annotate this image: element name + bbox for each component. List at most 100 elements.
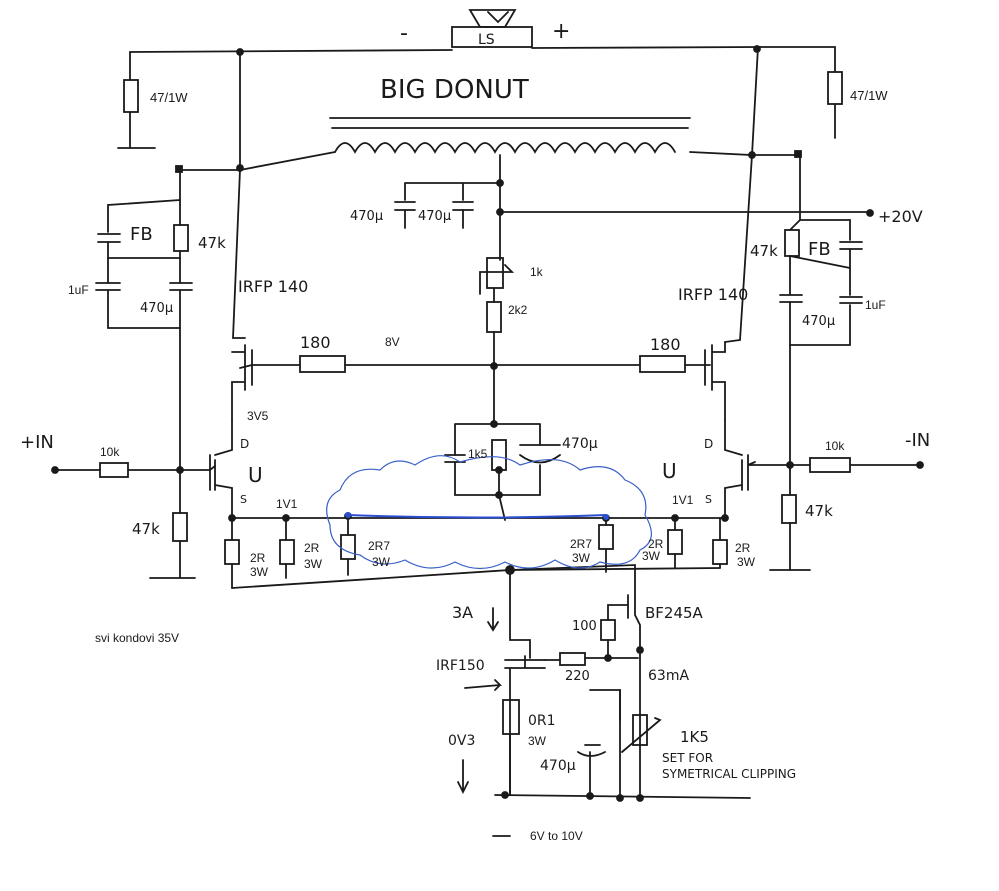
label-fb-left: FB	[130, 224, 153, 245]
transformer-winding	[334, 142, 676, 154]
resistor-2r-4	[712, 539, 728, 565]
resistor-47k-left-top	[173, 224, 189, 252]
speaker-ls	[451, 9, 533, 48]
label-supply-range: 6V to 10V	[530, 829, 583, 843]
bf245a-transistor	[627, 594, 641, 801]
resistor-2r7-right	[598, 524, 614, 550]
label-ls-plus: +	[552, 19, 570, 44]
label-d-right: D	[704, 437, 713, 451]
pot-1k	[486, 257, 504, 289]
label-1k5: 1k5	[468, 447, 488, 461]
label-2r-3-w: 3W	[642, 549, 661, 563]
label-2r7-left: 2R7	[368, 539, 390, 553]
label-s-left: S	[240, 493, 247, 506]
label-2r7-left-w: 3W	[372, 555, 391, 569]
resistor-2r-3	[667, 529, 683, 555]
resistor-220	[559, 652, 586, 666]
label-plus-20v: +20V	[878, 207, 923, 226]
resistor-10k-right	[809, 457, 851, 473]
label-47k-right-top: 47k	[750, 242, 778, 260]
label-symetrical-clipping: SYMETRICAL CLIPPING	[662, 767, 796, 781]
resistor-47-1w-right	[827, 71, 843, 105]
label-in-plus: +IN	[20, 432, 54, 453]
highlight-cloud	[326, 455, 652, 570]
resistor-180-left	[299, 355, 346, 373]
label-2r-4-w: 3W	[737, 555, 756, 569]
label-pot-1k: 1k	[530, 265, 544, 279]
label-10k-right: 10k	[825, 439, 845, 453]
resistor-100	[600, 619, 616, 641]
label-10k-left: 10k	[100, 445, 120, 459]
label-2r-4: 2R	[735, 541, 751, 555]
irf150-transistor	[504, 655, 546, 701]
label-big-donut: BIG DONUT	[380, 75, 529, 105]
label-irfp-left: IRFP 140	[238, 277, 308, 296]
label-470-right: 470µ	[802, 314, 835, 329]
resistor-0r1	[502, 699, 520, 735]
fet-right	[724, 419, 749, 519]
resistor-2r-1	[224, 539, 240, 565]
label-47k-left-top: 47k	[198, 234, 226, 252]
irfp-left	[231, 344, 253, 421]
label-2r-2: 2R	[304, 541, 320, 555]
label-63ma: 63mA	[648, 668, 689, 684]
label-2r7-right-w: 3W	[572, 551, 591, 565]
label-1v1-right: 1V1	[672, 493, 694, 507]
label-470-mid: 470µ	[562, 436, 598, 452]
irfp-right	[704, 341, 726, 421]
label-220: 220	[565, 669, 590, 684]
label-0r1-w: 3W	[528, 734, 547, 748]
label-set-for: SET FOR	[662, 751, 713, 765]
label-irfp-right: IRFP 140	[678, 285, 748, 304]
label-in-minus: -IN	[905, 430, 930, 451]
resistor-180-right	[639, 355, 686, 373]
label-ls-name: LS	[478, 32, 495, 48]
label-s-right: S	[705, 493, 712, 506]
top-rail	[129, 46, 761, 53]
label-47k-left-in: 47k	[132, 520, 160, 538]
label-ls-minus: -	[400, 21, 408, 46]
label-3a: 3A	[452, 603, 473, 622]
label-irf150: IRF150	[436, 658, 485, 674]
label-180-left: 180	[300, 333, 331, 352]
label-2r-1: 2R	[250, 551, 266, 565]
label-470-top-b: 470µ	[418, 209, 451, 224]
highlight-wire	[347, 514, 607, 519]
label-47-1w-left: 47/1W	[150, 90, 188, 105]
label-470-left: 470µ	[140, 301, 173, 316]
label-3v5: 3V5	[247, 409, 269, 423]
transformer-core	[329, 117, 691, 129]
label-u-right: U	[662, 459, 677, 483]
label-100: 100	[572, 619, 597, 634]
label-d-left: D	[240, 437, 249, 451]
label-470-bottom: 470µ	[540, 758, 576, 774]
label-u-left: U	[248, 463, 263, 487]
resistor-1k5	[491, 439, 507, 471]
label-47k-right-in: 47k	[805, 502, 833, 520]
resistor-47-1w-left	[123, 79, 139, 113]
fet-left	[209, 419, 233, 519]
resistor-2r7-left	[340, 534, 356, 560]
label-fb-right: FB	[808, 239, 831, 260]
resistor-2r-2	[279, 539, 295, 565]
resistor-2k2	[486, 301, 502, 333]
label-470-top-a: 470µ	[350, 209, 383, 224]
resistor-47k-left-in	[172, 512, 188, 542]
label-1uf-left: 1uF	[68, 283, 89, 297]
label-2r7-right: 2R7	[570, 537, 592, 551]
label-pot-1k5: 1K5	[680, 728, 709, 746]
label-2r-3: 2R	[648, 537, 664, 551]
label-1v1-left: 1V1	[276, 497, 298, 511]
label-2k2: 2k2	[508, 303, 528, 317]
label-47-1w-right: 47/1W	[850, 88, 888, 103]
resistor-47k-right-in	[781, 494, 797, 524]
label-0v3: 0V3	[448, 733, 475, 749]
label-2r-2-w: 3W	[304, 557, 323, 571]
label-180-right: 180	[650, 335, 681, 354]
label-bf245a: BF245A	[645, 604, 704, 622]
label-1uf-right: 1uF	[865, 298, 886, 312]
label-0r1: 0R1	[528, 713, 556, 729]
resistor-47k-right-top	[784, 229, 800, 257]
resistor-10k-left	[99, 462, 129, 478]
